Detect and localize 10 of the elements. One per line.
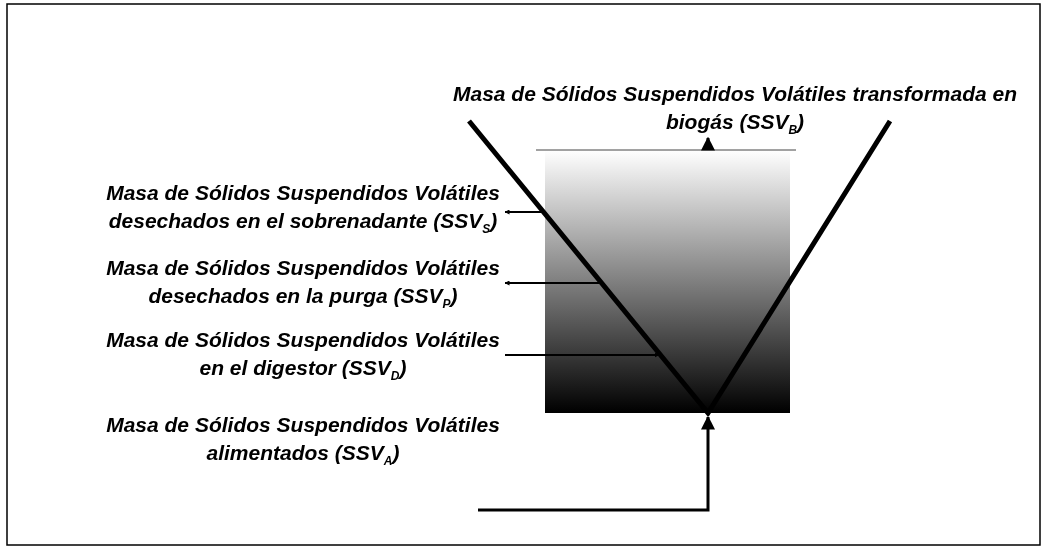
flow-label: Masa de Sólidos Suspendidos Volátiles en el digestor (SSV$_{D}$) <box>103 326 503 382</box>
flow-label: Masa de Sólidos Suspendidos Volátiles desechados en la purga (SSV$_{P}$) <box>103 254 503 310</box>
arrow <box>504 209 542 215</box>
flow-label: Masa de Sólidos Suspendidos Volátiles transformada en biogás (SSV$_{B}$) <box>435 80 1035 136</box>
arrow <box>504 280 600 286</box>
arrow <box>504 352 660 358</box>
flow-label: Masa de Sólidos Suspendidos Volátiles desechados en el sobrenadante (SSV$_{S}$) <box>103 179 503 235</box>
arrow <box>478 415 715 512</box>
flow-label: Masa de Sólidos Suspendidos Volátiles alimentados (SSV$_{A}$) <box>103 411 503 467</box>
arrow <box>701 136 715 151</box>
